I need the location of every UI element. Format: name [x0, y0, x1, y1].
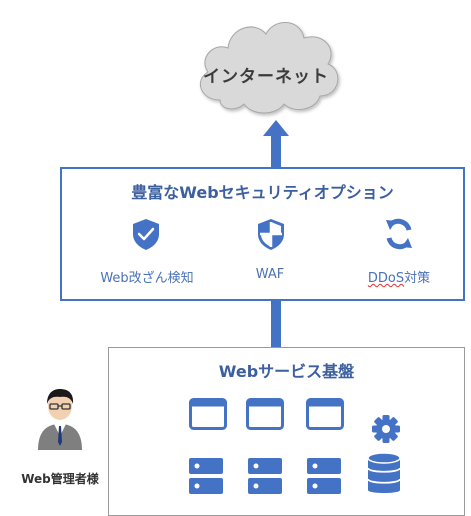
administrator: Web管理者様: [8, 386, 108, 486]
feature-label-tamper: Web改ざん検知: [100, 271, 194, 286]
server-icon: [307, 458, 341, 494]
arrow-up-icon: [263, 120, 289, 168]
feature-ddos-protection: DDoS対策: [344, 217, 454, 297]
web-service-platform: Webサービス基盤: [108, 347, 465, 516]
window-icon: [246, 398, 284, 430]
feature-waf: WAF: [220, 217, 320, 297]
security-options-panel: 豊富なWebセキュリティオプション Web改ざん検知 WAF DDoS対策: [60, 167, 465, 301]
connector-bar: [271, 301, 281, 347]
cloud-label: インターネット: [203, 67, 329, 87]
person-avatar-icon: [38, 389, 82, 450]
shield-icon: [258, 219, 284, 250]
feature-label-waf: WAF: [255, 267, 285, 282]
admin-label: Web管理者様: [21, 472, 99, 486]
cloud-icon: [199, 22, 339, 114]
window-icon: [189, 398, 227, 430]
feature-web-tamper-detection: Web改ざん検知: [92, 217, 202, 297]
server-icon: [248, 458, 282, 494]
window-icon: [306, 398, 344, 430]
internet-cloud: インターネット: [186, 4, 346, 122]
shield-check-icon: [133, 219, 159, 250]
ddos-label-suffix: 対策: [404, 271, 431, 286]
gear-icon: [372, 415, 400, 443]
platform-title: Webサービス基盤: [218, 362, 355, 381]
feature-label-ddos: DDoS対策: [344, 267, 454, 286]
server-icon: [189, 458, 223, 494]
refresh-arrows-icon: [386, 218, 412, 250]
ddos-label-main: DDoS: [367, 271, 405, 286]
database-icon: [367, 452, 401, 493]
security-panel-title: 豊富なWebセキュリティオプション: [131, 183, 394, 202]
